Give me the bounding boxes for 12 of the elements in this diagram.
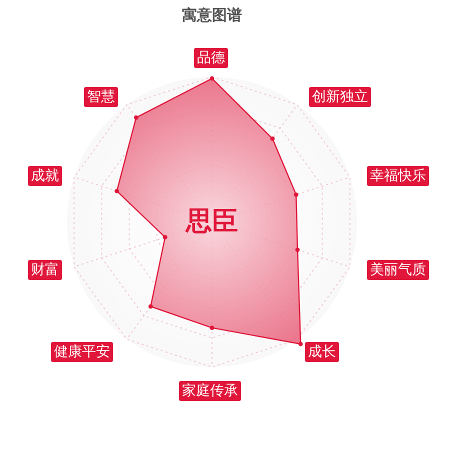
axis-label: 品德 [194, 48, 228, 68]
axis-label: 家庭传承 [179, 381, 241, 401]
axis-label: 幸福快乐 [367, 166, 429, 186]
axis-label: 成长 [305, 342, 339, 362]
axis-label: 创新独立 [309, 87, 371, 107]
axis-label: 美丽气质 [367, 260, 429, 280]
center-name: 思臣 [186, 206, 238, 238]
chart-title: 寓意图谱 [181, 5, 243, 26]
axis-label: 健康平安 [51, 342, 113, 362]
axis-label: 成就 [28, 166, 62, 186]
axis-label: 财富 [28, 260, 62, 280]
axis-label: 智慧 [84, 87, 118, 107]
